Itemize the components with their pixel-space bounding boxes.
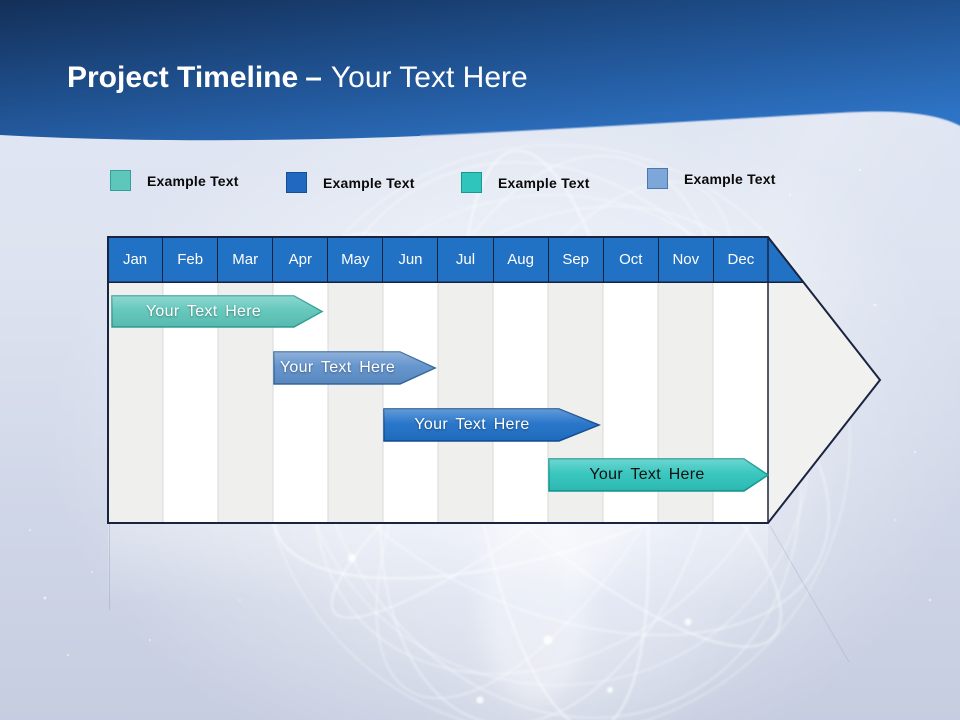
legend-label: Example Text xyxy=(323,174,415,191)
month-cell: Feb xyxy=(163,238,219,282)
month-cell: Oct xyxy=(604,238,659,282)
month-cell: May xyxy=(328,238,384,282)
month-cell: Apr xyxy=(273,238,329,282)
month-label: Mar xyxy=(232,251,259,269)
gantt-bar-label: Your Text Here xyxy=(279,359,396,376)
month-label: Jul xyxy=(455,251,476,269)
legend-item: Example Text xyxy=(110,170,239,191)
timeline-svg xyxy=(107,236,882,524)
legend-item: Example Text xyxy=(461,172,590,193)
month-label: Nov xyxy=(672,251,700,269)
month-header-band xyxy=(109,238,803,282)
month-label: Sep xyxy=(562,251,590,269)
legend-item: Example Text xyxy=(647,168,776,189)
month-stripes xyxy=(108,283,768,523)
legend-swatch xyxy=(647,168,668,189)
header-wave xyxy=(0,0,960,141)
month-label: Jun xyxy=(398,251,423,269)
month-cell: Nov xyxy=(659,238,714,282)
month-cell: Sep xyxy=(549,238,604,282)
title-bold: Project Timeline xyxy=(67,61,299,94)
month-label: Oct xyxy=(619,251,643,269)
legend-label: Example Text xyxy=(147,172,239,189)
month-label: Dec xyxy=(727,251,755,269)
month-label: May xyxy=(341,251,370,269)
month-cell: Jun xyxy=(383,238,439,282)
month-cell: Mar xyxy=(218,238,274,282)
timeline-chart: Jan Feb Mar Apr May Jun Jul Aug Sep Oct … xyxy=(107,234,882,526)
month-header-row: Jan Feb Mar Apr May Jun Jul Aug Sep Oct … xyxy=(108,238,768,282)
title-dash: – xyxy=(305,61,322,94)
title-light: Your Text Here xyxy=(330,61,528,94)
gantt-bar-label: Your Text Here xyxy=(414,416,530,433)
legend-swatch xyxy=(461,172,482,193)
month-cell: Dec xyxy=(714,238,768,282)
month-label: Apr xyxy=(288,251,312,269)
legend-label: Example Text xyxy=(498,174,590,191)
legend-swatch xyxy=(110,170,131,191)
month-label: Aug xyxy=(507,251,534,269)
month-cell: Aug xyxy=(494,238,549,282)
gantt-bar-label: Your Text Here xyxy=(145,303,262,320)
slide-title: Project Timeline–Your Text Here xyxy=(67,60,528,96)
month-label: Jan xyxy=(122,251,148,269)
legend-item: Example Text xyxy=(286,172,415,193)
month-label: Feb xyxy=(177,251,204,269)
month-cell: Jul xyxy=(438,238,494,282)
legend-label: Example Text xyxy=(684,170,776,187)
legend-swatch xyxy=(286,172,307,193)
gantt-bar-label: Your Text Here xyxy=(589,466,705,483)
month-cell: Jan xyxy=(108,238,164,282)
